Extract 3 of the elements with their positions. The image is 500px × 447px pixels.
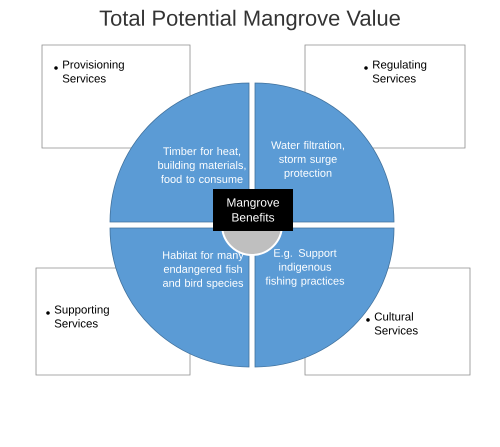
center-box: Mangrove Benefits: [213, 188, 293, 231]
quadrant: Habitat for many endangered fish and bird species: [110, 228, 250, 368]
title: Total Potential Mangrove Value: [100, 10, 400, 30]
